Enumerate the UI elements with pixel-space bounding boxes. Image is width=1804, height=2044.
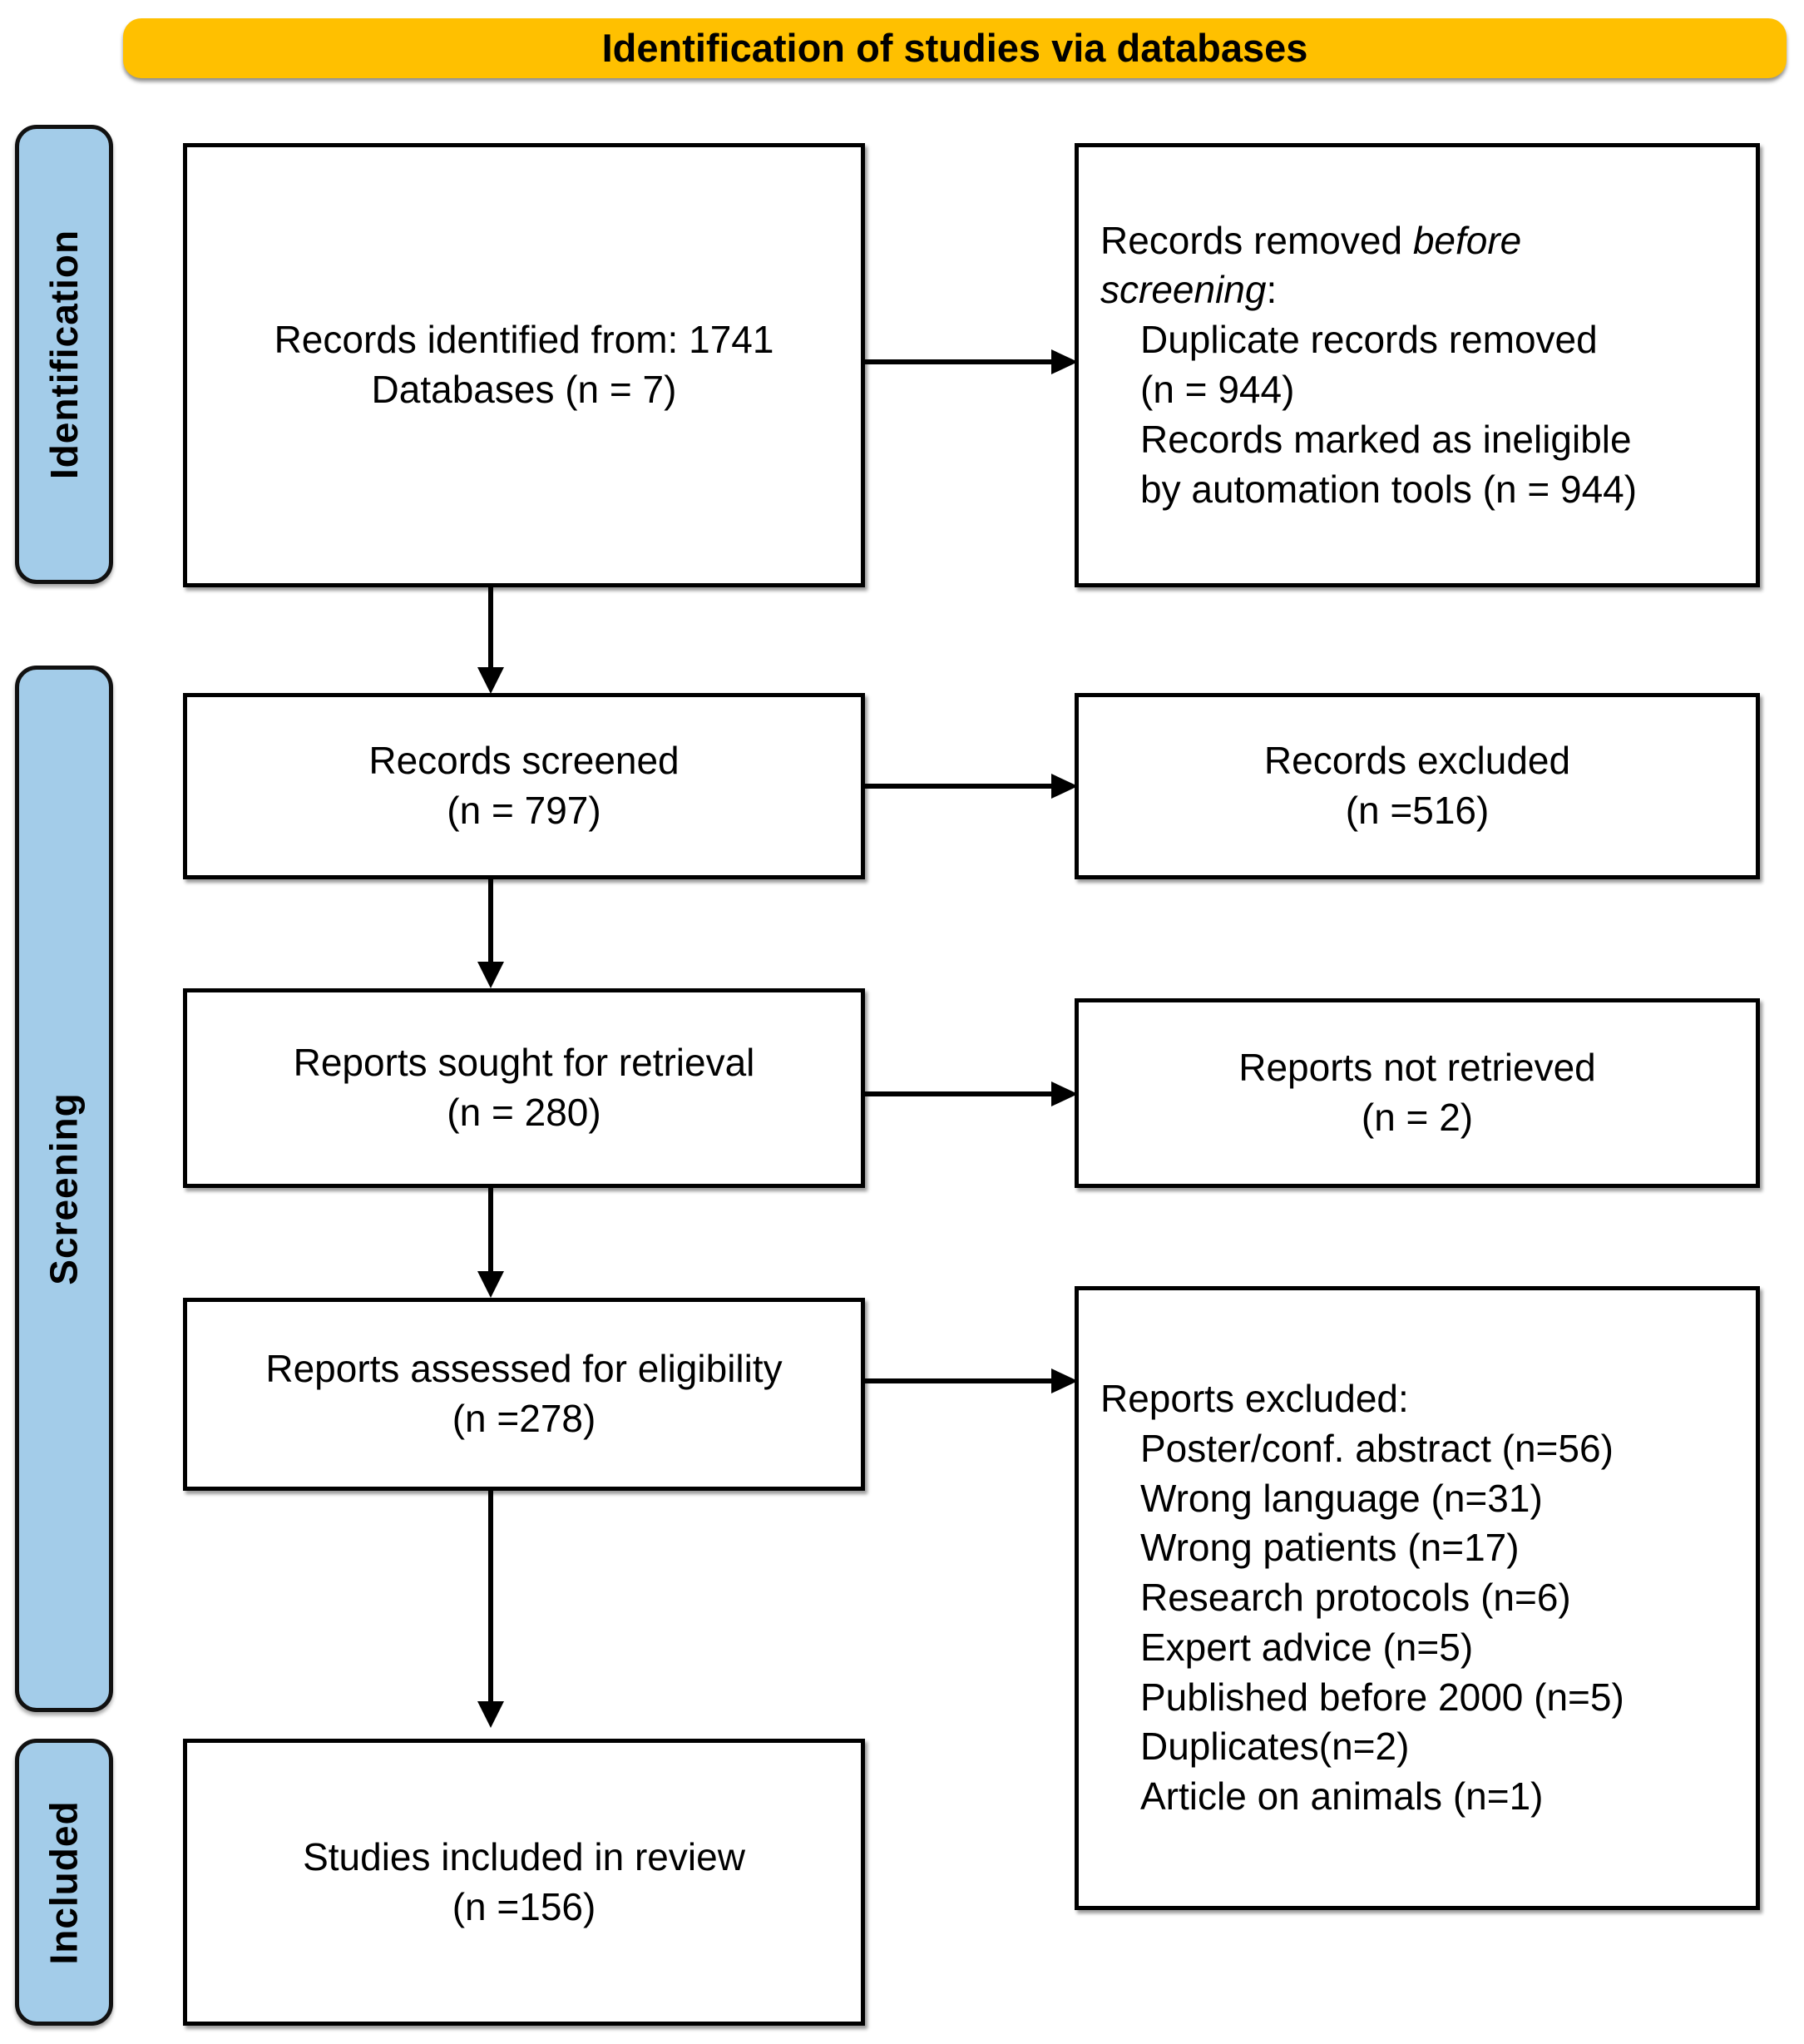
records-removed-screening-italic: screening <box>1100 268 1267 312</box>
box-records-removed-before-screening: Records removed before screening: Duplic… <box>1075 143 1760 587</box>
stage-pill-identification: Identification <box>15 125 113 584</box>
arrow-screened-to-sought <box>474 879 507 988</box>
box-reports-excluded-reasons: Reports excluded: Poster/conf. abstract … <box>1075 1286 1760 1910</box>
records-screened-line-1: Records screened <box>368 739 680 783</box>
box-reports-assessed-for-eligibility: Reports assessed for eligibility (n =278… <box>183 1298 865 1491</box>
stage-pill-included: Included <box>15 1739 113 2026</box>
box-reports-sought-for-retrieval: Reports sought for retrieval (n = 280) <box>183 988 865 1188</box>
reports-excluded-reason-item: Published before 2000 (n=5) <box>1140 1675 1624 1719</box>
reports-assessed-line-2: (n =278) <box>452 1397 596 1440</box>
records-removed-duplicate-label: Duplicate records removed <box>1140 318 1598 362</box>
stage-pill-identification-label: Identification <box>42 229 86 480</box>
reports-sought-line-1: Reports sought for retrieval <box>293 1041 755 1085</box>
reports-excluded-reason-list: Poster/conf. abstract (n=56) Wrong langu… <box>1100 1424 1624 1822</box>
reports-excluded-reason-item: Article on animals (n=1) <box>1140 1774 1544 1819</box>
arrow-screened-to-excluded <box>865 774 1078 799</box>
box-reports-not-retrieved: Reports not retrieved (n = 2) <box>1075 998 1760 1188</box>
stage-pill-screening-label: Screening <box>42 1092 86 1285</box>
records-removed-ineligible-count: by automation tools (n = 944) <box>1140 467 1638 511</box>
arrow-sought-to-assessed <box>474 1188 507 1298</box>
reports-excluded-reason-item: Duplicates(n=2) <box>1140 1725 1410 1769</box>
arrow-assessed-to-excluded <box>865 1368 1078 1393</box>
box-studies-included-in-review: Studies included in review (n =156) <box>183 1739 865 2026</box>
reports-excluded-reason-item: Poster/conf. abstract (n=56) <box>1140 1426 1614 1470</box>
reports-excluded-heading: Reports excluded: <box>1100 1376 1409 1420</box>
reports-excluded-reason-item: Wrong patients (n=17) <box>1140 1526 1520 1570</box>
arrow-assessed-to-included <box>474 1491 507 1728</box>
reports-not-retrieved-line-2: (n = 2) <box>1361 1096 1474 1139</box>
studies-included-line-1: Studies included in review <box>303 1834 745 1878</box>
records-removed-colon: : <box>1266 268 1278 312</box>
records-screened-line-2: (n = 797) <box>447 789 601 832</box>
records-identified-line-1: Records identified from: 1741 <box>274 318 774 362</box>
records-removed-line-2: screening: <box>1100 265 1637 315</box>
records-excluded-line-2: (n =516) <box>1345 789 1490 832</box>
reports-excluded-reason-item: Research protocols (n=6) <box>1140 1576 1571 1620</box>
stage-pill-included-label: Included <box>42 1799 86 1965</box>
reports-not-retrieved-line-1: Reports not retrieved <box>1238 1046 1596 1090</box>
box-records-excluded: Records excluded (n =516) <box>1075 693 1760 879</box>
reports-excluded-reason-item: Wrong language (n=31) <box>1140 1476 1543 1520</box>
arrow-identified-to-removed <box>865 349 1078 374</box>
stage-pill-screening: Screening <box>15 666 113 1712</box>
records-removed-duplicate-count: (n = 944) <box>1140 368 1295 411</box>
reports-assessed-line-1: Reports assessed for eligibility <box>265 1347 783 1391</box>
studies-included-line-2: (n =156) <box>452 1884 596 1928</box>
records-removed-line-1: Records removed before <box>1100 216 1637 266</box>
box-records-identified: Records identified from: 1741 Databases … <box>183 143 865 587</box>
reports-excluded-reason-item: Expert advice (n=5) <box>1140 1625 1474 1669</box>
records-removed-before-italic: before <box>1412 218 1522 262</box>
records-identified-line-2: Databases (n = 7) <box>371 368 677 411</box>
phase-banner-title: Identification of studies via databases <box>601 26 1308 71</box>
box-records-screened: Records screened (n = 797) <box>183 693 865 879</box>
records-excluded-line-1: Records excluded <box>1263 739 1571 783</box>
arrow-identified-to-screened <box>474 587 507 694</box>
arrow-sought-to-not-retrieved <box>865 1081 1078 1106</box>
records-removed-lead: Records removed <box>1100 218 1413 262</box>
reports-sought-line-2: (n = 280) <box>447 1091 601 1134</box>
phase-banner-identification-databases: Identification of studies via databases <box>123 18 1787 78</box>
records-removed-ineligible-label: Records marked as ineligible <box>1140 417 1632 461</box>
